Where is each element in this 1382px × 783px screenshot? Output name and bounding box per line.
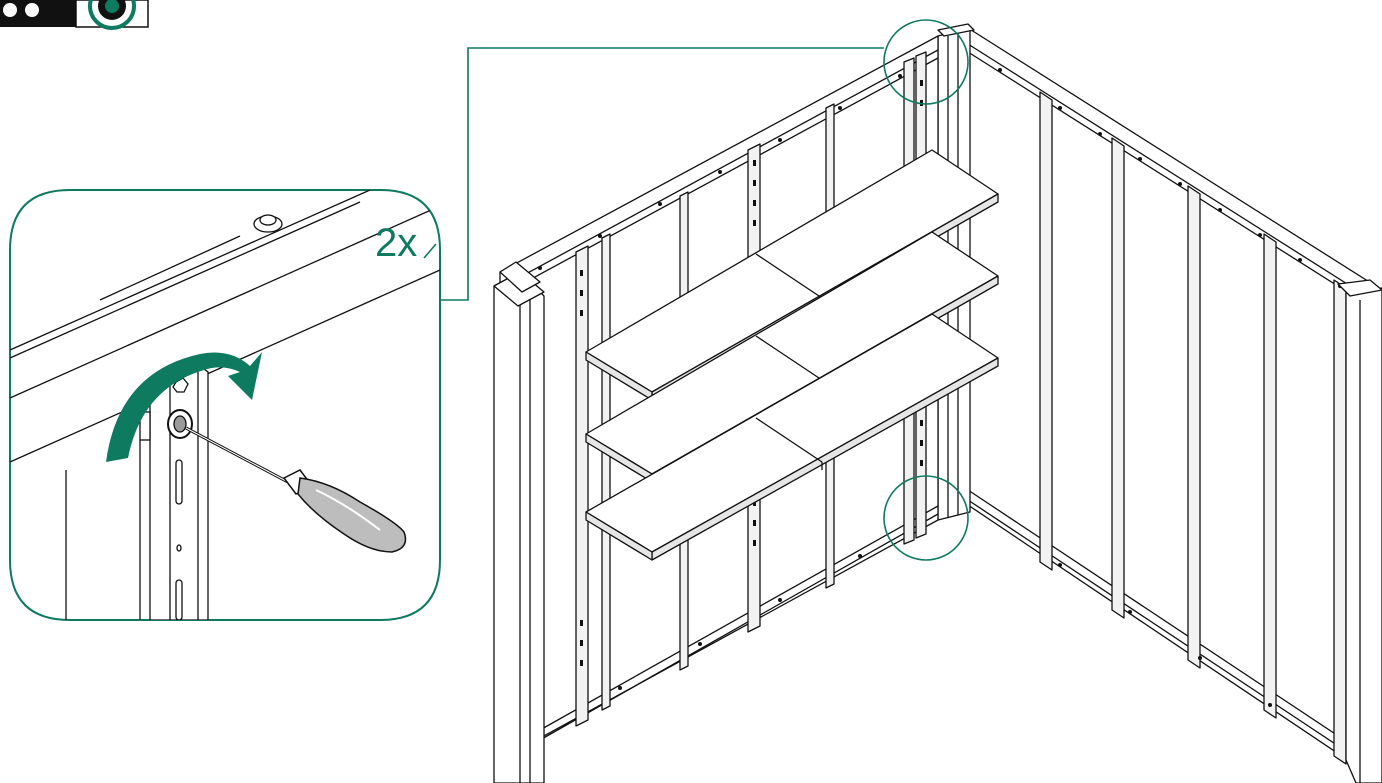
screwdriver-icon: [185, 426, 407, 553]
left-wall-bolts: [538, 74, 902, 690]
shelves: [585, 149, 999, 561]
callout-leader-line: [440, 47, 884, 301]
left-end-panel: [493, 271, 545, 783]
top-caps: [499, 23, 1382, 297]
right-end-panel: [1345, 287, 1382, 783]
highlight-top-bracket: [883, 19, 969, 105]
detail-top-bolt: [253, 214, 283, 233]
shelf-bottom: [585, 313, 999, 561]
clockwise-arrow-icon: [106, 352, 262, 462]
detail-callout: 2x: [9, 189, 441, 621]
quantity-label: 2x: [375, 221, 417, 265]
right-wall-bolts: [998, 68, 1342, 707]
highlight-bottom-bracket: [883, 475, 969, 561]
header-badge: [0, 0, 149, 30]
cabinet-frame: [493, 23, 1382, 783]
right-wall: [967, 27, 1382, 783]
step-badge-icon: [88, 0, 136, 30]
